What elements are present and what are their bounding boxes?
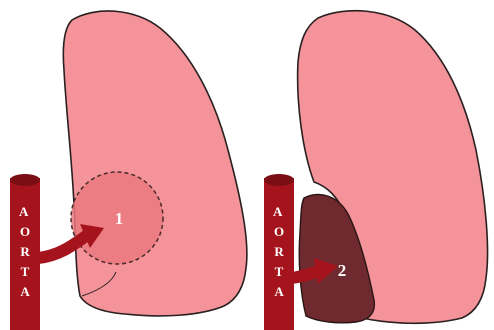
aorta-letter: A	[20, 284, 30, 299]
feeding-artery-2	[292, 270, 320, 278]
aorta-top-1	[10, 174, 40, 186]
lung-left	[63, 11, 247, 316]
aorta-label-text-1: A	[19, 204, 29, 219]
aorta-letter: R	[20, 244, 30, 259]
aorta-letter: A	[274, 284, 284, 299]
marker-1: 1	[115, 209, 124, 228]
aorta-top-2	[264, 174, 294, 186]
aorta-letter: O	[20, 224, 30, 239]
aorta-letter: O	[274, 224, 284, 239]
aorta-letter: R	[274, 244, 284, 259]
aorta-letter: T	[275, 264, 284, 279]
aorta-label-text-2: A	[273, 204, 283, 219]
aorta-letter: T	[21, 264, 30, 279]
marker-2: 2	[338, 261, 347, 280]
